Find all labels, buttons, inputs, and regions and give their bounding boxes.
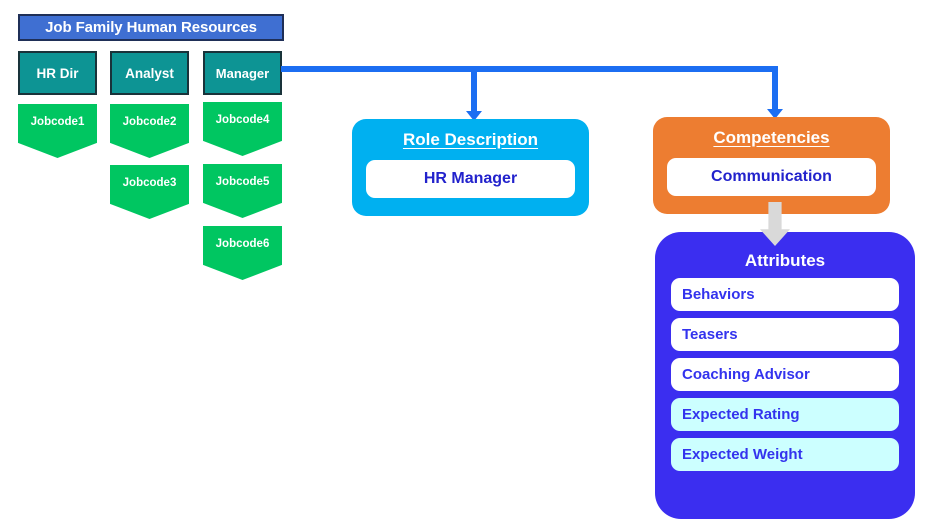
role-box-hr-dir[interactable]: HR Dir (18, 51, 97, 95)
attribute-item-coaching-advisor[interactable]: Coaching Advisor (671, 358, 899, 391)
connector-vertical-to-role-description (471, 66, 477, 114)
job-family-header: Job Family Human Resources (18, 14, 284, 41)
jobcode-shape-6[interactable]: Jobcode6 (203, 226, 282, 280)
role-box-manager[interactable]: Manager (203, 51, 282, 95)
jobcode-shape-4[interactable]: Jobcode4 (203, 102, 282, 156)
connector-horizontal-line (281, 66, 778, 72)
competencies-value[interactable]: Communication (667, 158, 876, 196)
jobcode-shape-1[interactable]: Jobcode1 (18, 104, 97, 158)
attribute-item-expected-rating[interactable]: Expected Rating (671, 398, 899, 431)
attributes-card[interactable]: Attributes Behaviors Teasers Coaching Ad… (655, 232, 915, 519)
role-description-value[interactable]: HR Manager (366, 160, 575, 198)
arrow-down-icon-competencies (767, 109, 783, 119)
jobcode-shape-5[interactable]: Jobcode5 (203, 164, 282, 218)
role-description-card[interactable]: Role Description HR Manager (352, 119, 589, 216)
attributes-title: Attributes (744, 251, 826, 270)
attribute-item-behaviors[interactable]: Behaviors (671, 278, 899, 311)
jobcode-shape-2[interactable]: Jobcode2 (110, 104, 189, 158)
jobcode-shape-3[interactable]: Jobcode3 (110, 165, 189, 219)
attribute-item-teasers[interactable]: Teasers (671, 318, 899, 351)
connector-vertical-to-competencies (772, 66, 778, 112)
role-description-title: Role Description (402, 130, 539, 149)
attribute-item-expected-weight[interactable]: Expected Weight (671, 438, 899, 471)
competencies-title: Competencies (713, 128, 830, 147)
role-box-analyst[interactable]: Analyst (110, 51, 189, 95)
competencies-card[interactable]: Competencies Communication (653, 117, 890, 214)
arrow-down-icon-role-description (466, 111, 482, 121)
